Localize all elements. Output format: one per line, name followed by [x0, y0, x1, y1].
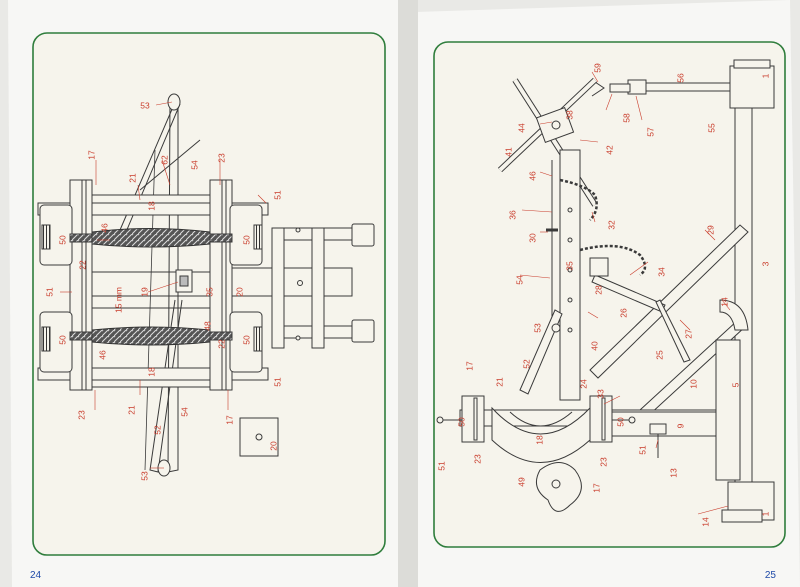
- callout-r-53: 53: [532, 323, 542, 333]
- callout-r-28: 28: [593, 285, 603, 295]
- callout-l-50-ur: 50: [241, 235, 251, 245]
- callout-l-19: 19: [139, 287, 149, 297]
- callout-r-55: 55: [706, 123, 716, 133]
- callout-l-54-bot: 54: [179, 407, 189, 417]
- callout-l-52: 52: [152, 425, 162, 435]
- callout-l-51-bot: 51: [272, 377, 282, 387]
- callout-r-50-right: 50: [615, 417, 625, 427]
- callout-l-62: 62: [159, 155, 169, 165]
- callout-r-50-left: 50: [456, 417, 466, 427]
- callout-r-5: 5: [730, 382, 740, 387]
- callout-r-41: 41: [503, 147, 513, 157]
- callout-l-22-bot: 22: [216, 339, 226, 349]
- callout-l-50-ll: 50: [57, 335, 67, 345]
- right-page-number: 25: [764, 570, 776, 581]
- callout-r-51-right: 51: [637, 445, 647, 455]
- callout-r-17-top: 17: [464, 361, 474, 371]
- callout-r-27: 27: [683, 329, 693, 339]
- callout-r-46: 46: [527, 171, 537, 181]
- callout-r-9: 9: [675, 423, 685, 428]
- callout-r-30: 30: [527, 233, 537, 243]
- left-page-frame: [32, 32, 386, 556]
- plate-20: [239, 417, 279, 457]
- callout-r-58: 58: [621, 113, 631, 123]
- tower-35: [559, 149, 581, 401]
- callout-l-18-bot: 18: [146, 367, 156, 377]
- rope-46-lower: [91, 326, 211, 346]
- callout-l-50-ul: 50: [57, 235, 67, 245]
- callout-r-54: 54: [514, 275, 524, 285]
- callout-l-53-top: 53: [140, 100, 150, 110]
- callout-r-44: 44: [516, 123, 526, 133]
- callout-r-1-bot: 1: [760, 511, 770, 516]
- callout-r-10: 10: [688, 379, 698, 389]
- callout-r-1-top: 1: [760, 73, 770, 78]
- callout-r-3: 3: [760, 261, 770, 266]
- callout-r-52: 52: [521, 359, 531, 369]
- spine-gutter: [398, 0, 418, 587]
- callout-r-34: 34: [656, 267, 666, 277]
- callout-l-17-bot: 17: [224, 415, 234, 425]
- callout-l-54-top: 54: [189, 160, 199, 170]
- left-leader-lines: [60, 101, 267, 469]
- left-top-view-drawing: [37, 93, 375, 477]
- callout-l-21-bot: 21: [126, 405, 136, 415]
- callout-l-48: 48: [202, 321, 212, 331]
- rope-46-upper: [91, 228, 211, 248]
- callout-r-21: 21: [494, 377, 504, 387]
- callout-r-29: 29: [705, 225, 715, 235]
- callout-r-36: 36: [507, 210, 517, 220]
- callout-r-23-right: 23: [598, 457, 608, 467]
- callout-l-51-top: 51: [272, 190, 282, 200]
- callout-r-40: 40: [589, 341, 599, 351]
- callout-l-gap: 15 mm: [113, 287, 123, 313]
- chain-32: [559, 178, 598, 221]
- callout-l-46-top: 46: [99, 223, 109, 233]
- callout-r-26: 26: [618, 308, 628, 318]
- callout-l-17-top: 17: [86, 150, 96, 160]
- callout-r-24: 24: [578, 379, 588, 389]
- callout-r-14-top: 14: [719, 297, 729, 307]
- callout-r-32: 32: [606, 220, 616, 230]
- callout-r-51-left: 51: [436, 461, 446, 471]
- left-page-number: 24: [30, 570, 42, 581]
- callout-l-20-mid: 20: [234, 287, 244, 297]
- callout-r-14-bot: 14: [700, 517, 710, 527]
- callout-l-21-top: 21: [127, 173, 137, 183]
- callout-r-25: 25: [654, 350, 664, 360]
- callout-l-23-bot: 23: [76, 410, 86, 420]
- callout-l-18-top: 18: [146, 201, 156, 211]
- callout-r-56: 56: [675, 73, 685, 83]
- post-right: [209, 179, 233, 391]
- callout-l-20-plate: 20: [268, 441, 278, 451]
- chain-28: [579, 244, 647, 277]
- callout-l-46-bot: 46: [97, 350, 107, 360]
- callout-l-35: 35: [204, 287, 214, 297]
- callout-l-22-top: 22: [77, 260, 87, 270]
- right-side-view-drawing: [436, 59, 775, 523]
- right-leader-lines: [519, 71, 731, 515]
- callout-l-50-lr: 50: [241, 335, 251, 345]
- callout-r-13: 13: [668, 468, 678, 478]
- callout-r-23-left: 23: [472, 454, 482, 464]
- callout-r-35: 35: [564, 261, 574, 271]
- left-callout-labels: 53 17 62 54 23 21 18 51 46 50 50 22 51 19 35 20 15 mm 48 5…: [44, 100, 282, 480]
- callout-l-23-top: 23: [216, 153, 226, 163]
- callout-r-17-bot: 17: [591, 483, 601, 493]
- callout-r-18: 18: [534, 435, 544, 445]
- callout-r-57: 57: [645, 127, 655, 137]
- callout-r-49: 49: [516, 477, 526, 487]
- callout-r-33: 33: [595, 389, 605, 399]
- callout-r-42: 42: [604, 145, 614, 155]
- post-left: [69, 179, 93, 391]
- callout-r-59: 59: [592, 63, 602, 73]
- callout-r-38: 38: [564, 110, 574, 120]
- callout-l-53-bot: 53: [139, 471, 149, 481]
- callout-l-51-left: 51: [44, 287, 54, 297]
